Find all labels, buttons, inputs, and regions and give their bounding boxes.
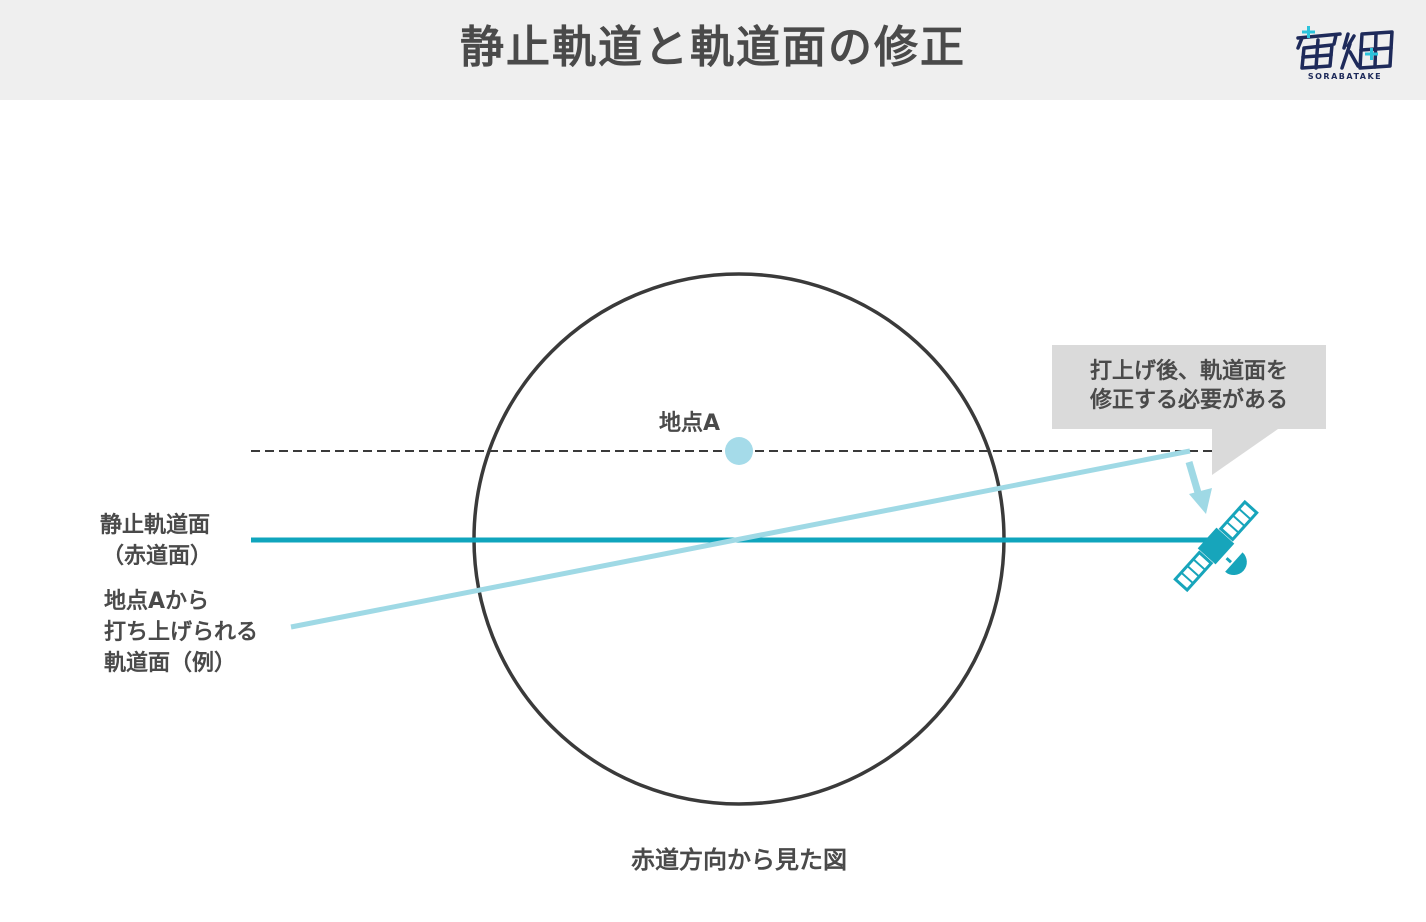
geostationary-plane-label-line1: 静止軌道面 — [100, 513, 211, 538]
page-title: 静止軌道と軌道面の修正 — [460, 22, 966, 73]
launch-plane-label-line2: 打ち上げられる — [104, 620, 259, 645]
launch-plane-line — [290, 448, 1191, 630]
callout-line2: 修正する必要がある — [1089, 388, 1288, 413]
geostationary-plane-label-line2: （赤道面） — [102, 544, 213, 569]
logo-wordmark: SORABATAKE — [1307, 72, 1383, 81]
point-a-marker — [725, 437, 753, 465]
geostationary-plane-label: 静止軌道面 （赤道面） — [100, 510, 212, 572]
header-bar — [0, 0, 1426, 100]
satellite-icon — [1173, 499, 1259, 593]
point-a-label: 地点A — [659, 411, 721, 436]
callout-text: 打上げ後、軌道面を 修正する必要がある — [1052, 357, 1326, 415]
diagram-caption: 赤道方向から見た図 — [631, 846, 847, 874]
callout-box: 打上げ後、軌道面を 修正する必要がある — [1052, 345, 1326, 429]
launch-plane-label-line3: 軌道面（例） — [104, 651, 237, 676]
arrow-down-icon — [1185, 461, 1212, 514]
launch-plane-label: 地点Aから 打ち上げられる 軌道面（例） — [104, 586, 258, 679]
callout-line1: 打上げ後、軌道面を — [1089, 359, 1288, 384]
sorabatake-logo: SORABATAKE — [1290, 22, 1400, 84]
callout-pointer — [1212, 429, 1278, 475]
sorabatake-logo-icon — [1296, 26, 1394, 70]
launch-plane-label-line1: 地点Aから — [104, 589, 210, 614]
